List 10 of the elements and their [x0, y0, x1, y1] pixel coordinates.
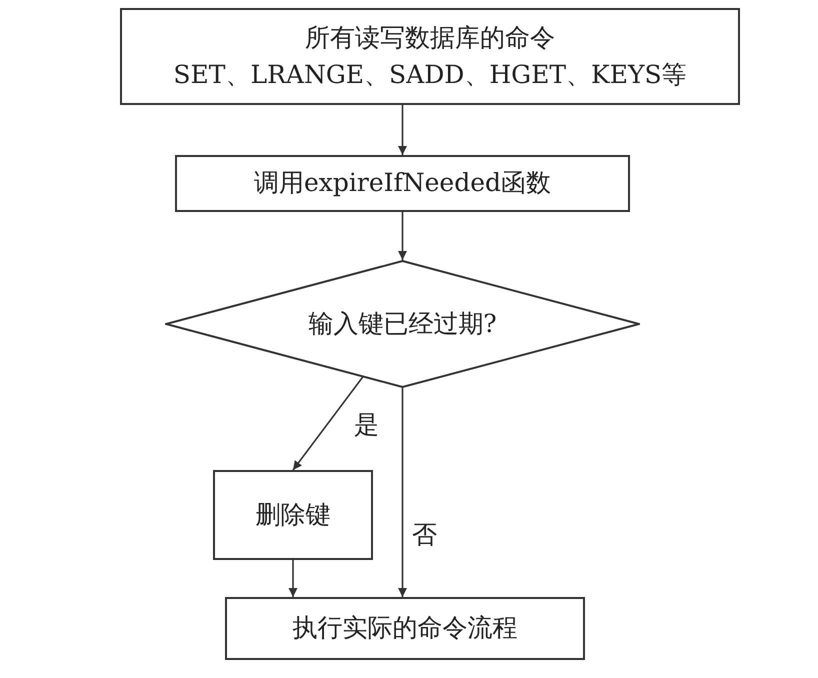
process-box: 执行实际的命令流程: [225, 597, 585, 660]
decision-diamond: 输入键已经过期?: [165, 260, 640, 388]
process-box: 调用expireIfNeeded函数: [175, 155, 630, 212]
arrow: [398, 105, 407, 155]
arrow: [288, 560, 298, 597]
arrow: [398, 388, 407, 597]
arrow: [398, 212, 407, 260]
process-box: 删除键: [213, 470, 373, 560]
process-box: 所有读写数据库的命令 SET、LRANGE、SADD、HGET、KEYS等: [120, 8, 740, 105]
arrow: [292, 376, 364, 470]
